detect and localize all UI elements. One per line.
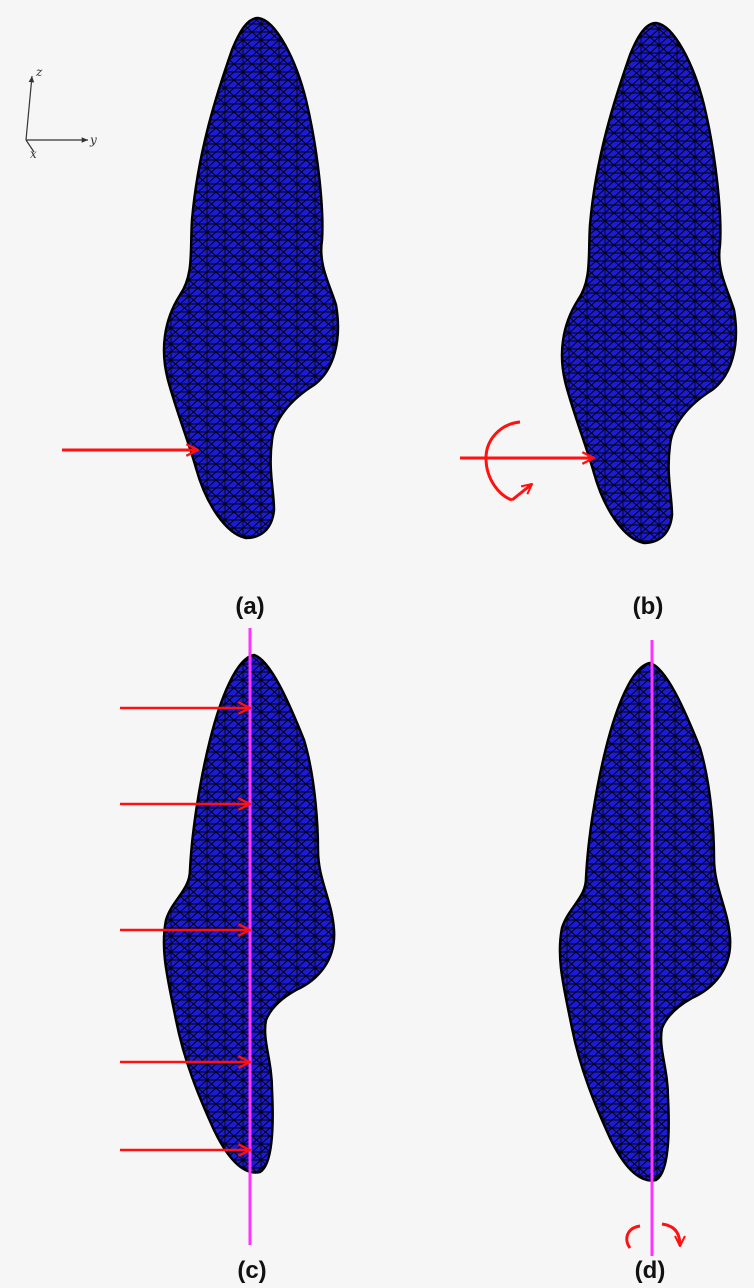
moment-arrow-b — [512, 484, 532, 500]
caption-b: (b) — [633, 593, 664, 620]
caption-a: (a) — [235, 593, 264, 620]
mesh-body-a — [164, 18, 338, 538]
panel-b: (b) — [460, 23, 736, 620]
mesh-body-d — [560, 663, 730, 1180]
caption-c: (c) — [237, 1257, 266, 1284]
mesh-body-b — [562, 23, 736, 543]
moment-arc-b — [486, 422, 520, 500]
z-axis-label: z — [35, 65, 43, 79]
torsion-arc-d-right — [662, 1224, 680, 1246]
panel-a: (a) — [62, 18, 338, 620]
z-axis-arrow — [26, 76, 32, 140]
axes-triad-icon: z y x — [26, 65, 97, 161]
torsion-arc-d-left — [627, 1226, 640, 1248]
panel-d: (d) — [560, 640, 730, 1284]
panel-c: (c) — [120, 628, 334, 1284]
y-axis-label: y — [89, 133, 97, 147]
caption-d: (d) — [635, 1257, 666, 1284]
x-axis-label: x — [30, 147, 37, 161]
